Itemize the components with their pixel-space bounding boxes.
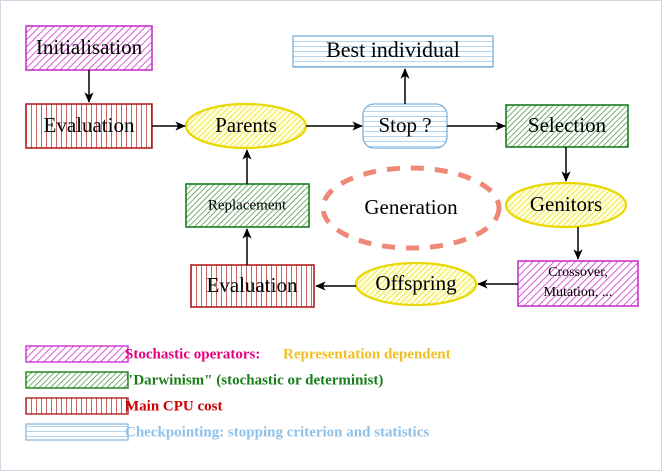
- node-best-individual-label: Best individual: [326, 37, 460, 62]
- node-generation-annotation: Generation: [320, 165, 502, 251]
- node-evaluation-bottom[interactable]: Evaluation: [190, 264, 315, 308]
- legend-label-representation-dependent: Representation dependent: [283, 346, 451, 362]
- legend-label-main-cpu-cost: Main CPU cost: [125, 398, 223, 414]
- legend-row-stochastic-operators: Stochastic operators: Representation dep…: [25, 345, 451, 363]
- legend-row-darwinism: "Darwinism" (stochastic or determinist): [25, 371, 383, 389]
- node-initialisation-label: Initialisation: [36, 35, 143, 59]
- node-selection[interactable]: Selection: [505, 104, 629, 148]
- node-evaluation-top[interactable]: Evaluation: [25, 103, 153, 149]
- node-crossover-label-line2: Mutation, ...: [544, 285, 613, 300]
- node-parents[interactable]: Parents: [184, 102, 308, 150]
- node-genitors-label: Genitors: [530, 192, 602, 216]
- node-genitors[interactable]: Genitors: [504, 181, 628, 229]
- legend-swatch-green-hatch: [25, 371, 129, 389]
- legend: Stochastic operators: Representation dep…: [25, 345, 451, 441]
- node-stop[interactable]: Stop ?: [362, 103, 448, 149]
- node-stop-label: Stop ?: [378, 113, 431, 137]
- legend-row-main-cpu-cost: Main CPU cost: [25, 397, 223, 415]
- node-offspring[interactable]: Offspring: [354, 261, 478, 307]
- legend-label-darwinism: "Darwinism" (stochastic or determinist): [125, 372, 383, 388]
- legend-row-checkpointing: Checkpointing: stopping criterion and st…: [25, 423, 429, 441]
- node-initialisation[interactable]: Initialisation: [25, 25, 153, 71]
- node-generation-label: Generation: [364, 195, 458, 219]
- legend-swatch-blue-horizontal: [25, 423, 129, 441]
- node-parents-label: Parents: [215, 113, 277, 137]
- node-best-individual[interactable]: Best individual: [292, 35, 494, 68]
- node-evaluation-top-label: Evaluation: [44, 113, 135, 137]
- legend-swatch-red-vertical: [25, 397, 129, 415]
- legend-label-stochastic-operators: Stochastic operators:: [125, 346, 260, 362]
- node-offspring-label: Offspring: [375, 271, 457, 295]
- node-crossover-label-line1: Crossover,: [548, 265, 608, 280]
- node-evaluation-bottom-label: Evaluation: [207, 273, 298, 297]
- node-replacement[interactable]: Replacement: [185, 183, 310, 228]
- node-replacement-label: Replacement: [208, 197, 287, 213]
- node-selection-label: Selection: [528, 113, 607, 137]
- legend-swatch-magenta-hatch: [25, 345, 129, 363]
- node-crossover-mutation[interactable]: Crossover, Mutation, ...: [517, 260, 639, 307]
- edges-layer: [84, 68, 583, 291]
- legend-label-checkpointing: Checkpointing: stopping criterion and st…: [125, 424, 429, 440]
